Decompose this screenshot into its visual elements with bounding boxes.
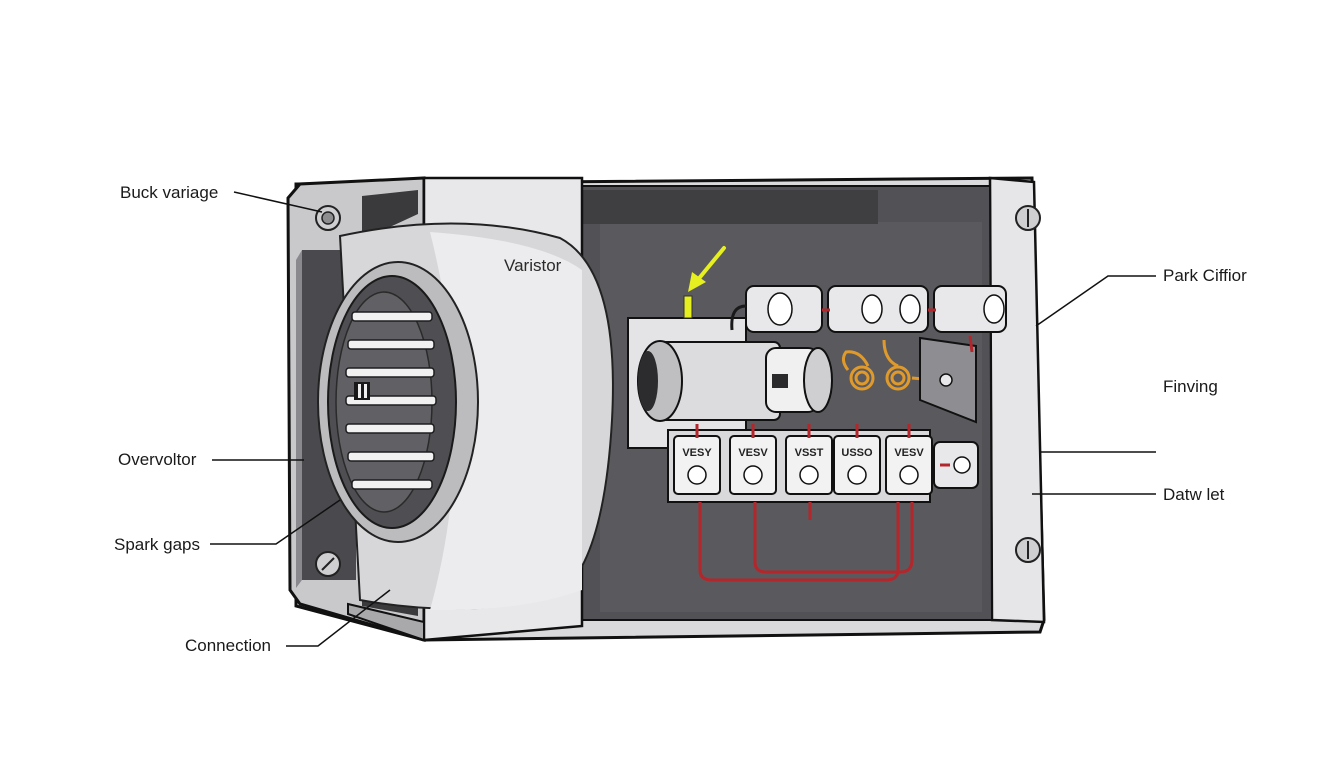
terminal-label: USSO [841,447,873,459]
label-overvoltor: Overvoltor [118,450,197,469]
terminal-block: USSO [833,424,881,495]
label-spark-gaps: Spark gaps [114,535,200,554]
label-varistor: Varistor [504,256,562,275]
yellow-arrow-icon [688,246,726,292]
varistor-cylinder [627,295,833,449]
terminal-blocks: VESY VESV VSST USSO VESV [667,424,979,503]
label-park-cifflor: Park Ciffior [1163,266,1247,285]
terminal-label: VESY [682,447,712,459]
terminal-block: VESV [885,424,933,495]
terminal-block: VSST [785,424,833,495]
terminal-label: VESV [894,447,924,459]
label-finving: Finving [1163,377,1218,396]
vent-ring [317,261,479,543]
terminal-block: VESV [729,424,777,495]
terminal-label: VESV [738,447,768,459]
terminal-block: VESY [673,424,721,495]
small-panel [919,335,977,424]
label-connection: Connection [185,636,272,655]
terminal-label: VSST [795,447,824,459]
label-datw-let: Datw let [1163,485,1225,504]
red-wires [698,502,914,582]
label-buck-variage: Buck variage [120,183,219,202]
capacitor-icon [730,285,1007,333]
callout-lines [210,191,1156,647]
